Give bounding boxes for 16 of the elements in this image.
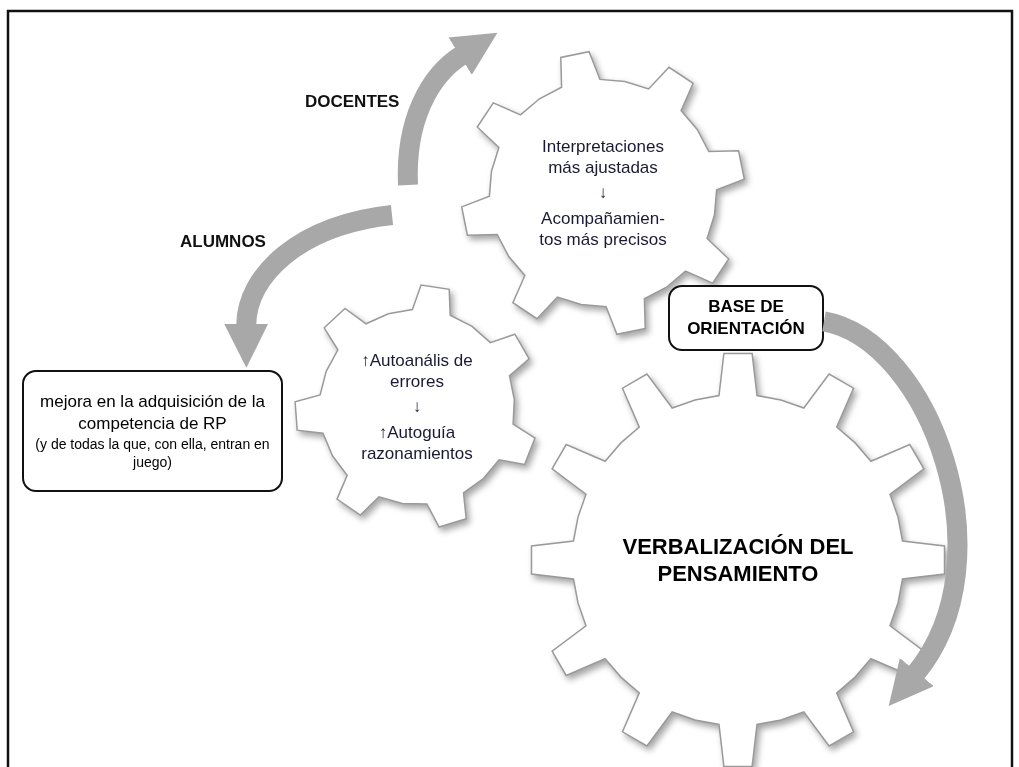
gear-label: ↑Autoguía razonamientos xyxy=(360,421,474,465)
gear-label: VERBALIZACIÓN DEL PENSAMIENTO xyxy=(621,532,855,588)
box-text: BASE DE ORIENTACIÓN xyxy=(686,295,806,340)
box-text: mejora en la adquisición de la competencia de RP xyxy=(39,390,266,435)
gear-label: Interpretaciones más ajustadas xyxy=(541,135,665,179)
rounded-box xyxy=(22,370,283,492)
gear-label: ↑Autoanális de errores xyxy=(360,349,474,393)
edge-label: ALUMNOS xyxy=(180,232,266,252)
gear-label: Acompañamien- tos más precisos xyxy=(538,207,668,251)
curved-arrow xyxy=(224,205,394,368)
arrow-symbol-text: ↓ xyxy=(412,396,422,418)
arrow-symbol-text: ↓ xyxy=(598,182,608,204)
box-note: (y de todas la que, con ella, entran en juego) xyxy=(34,434,271,472)
curved-arrow xyxy=(820,311,968,709)
rounded-box xyxy=(668,285,824,351)
arrow-caption: DOCENTES xyxy=(305,92,400,112)
